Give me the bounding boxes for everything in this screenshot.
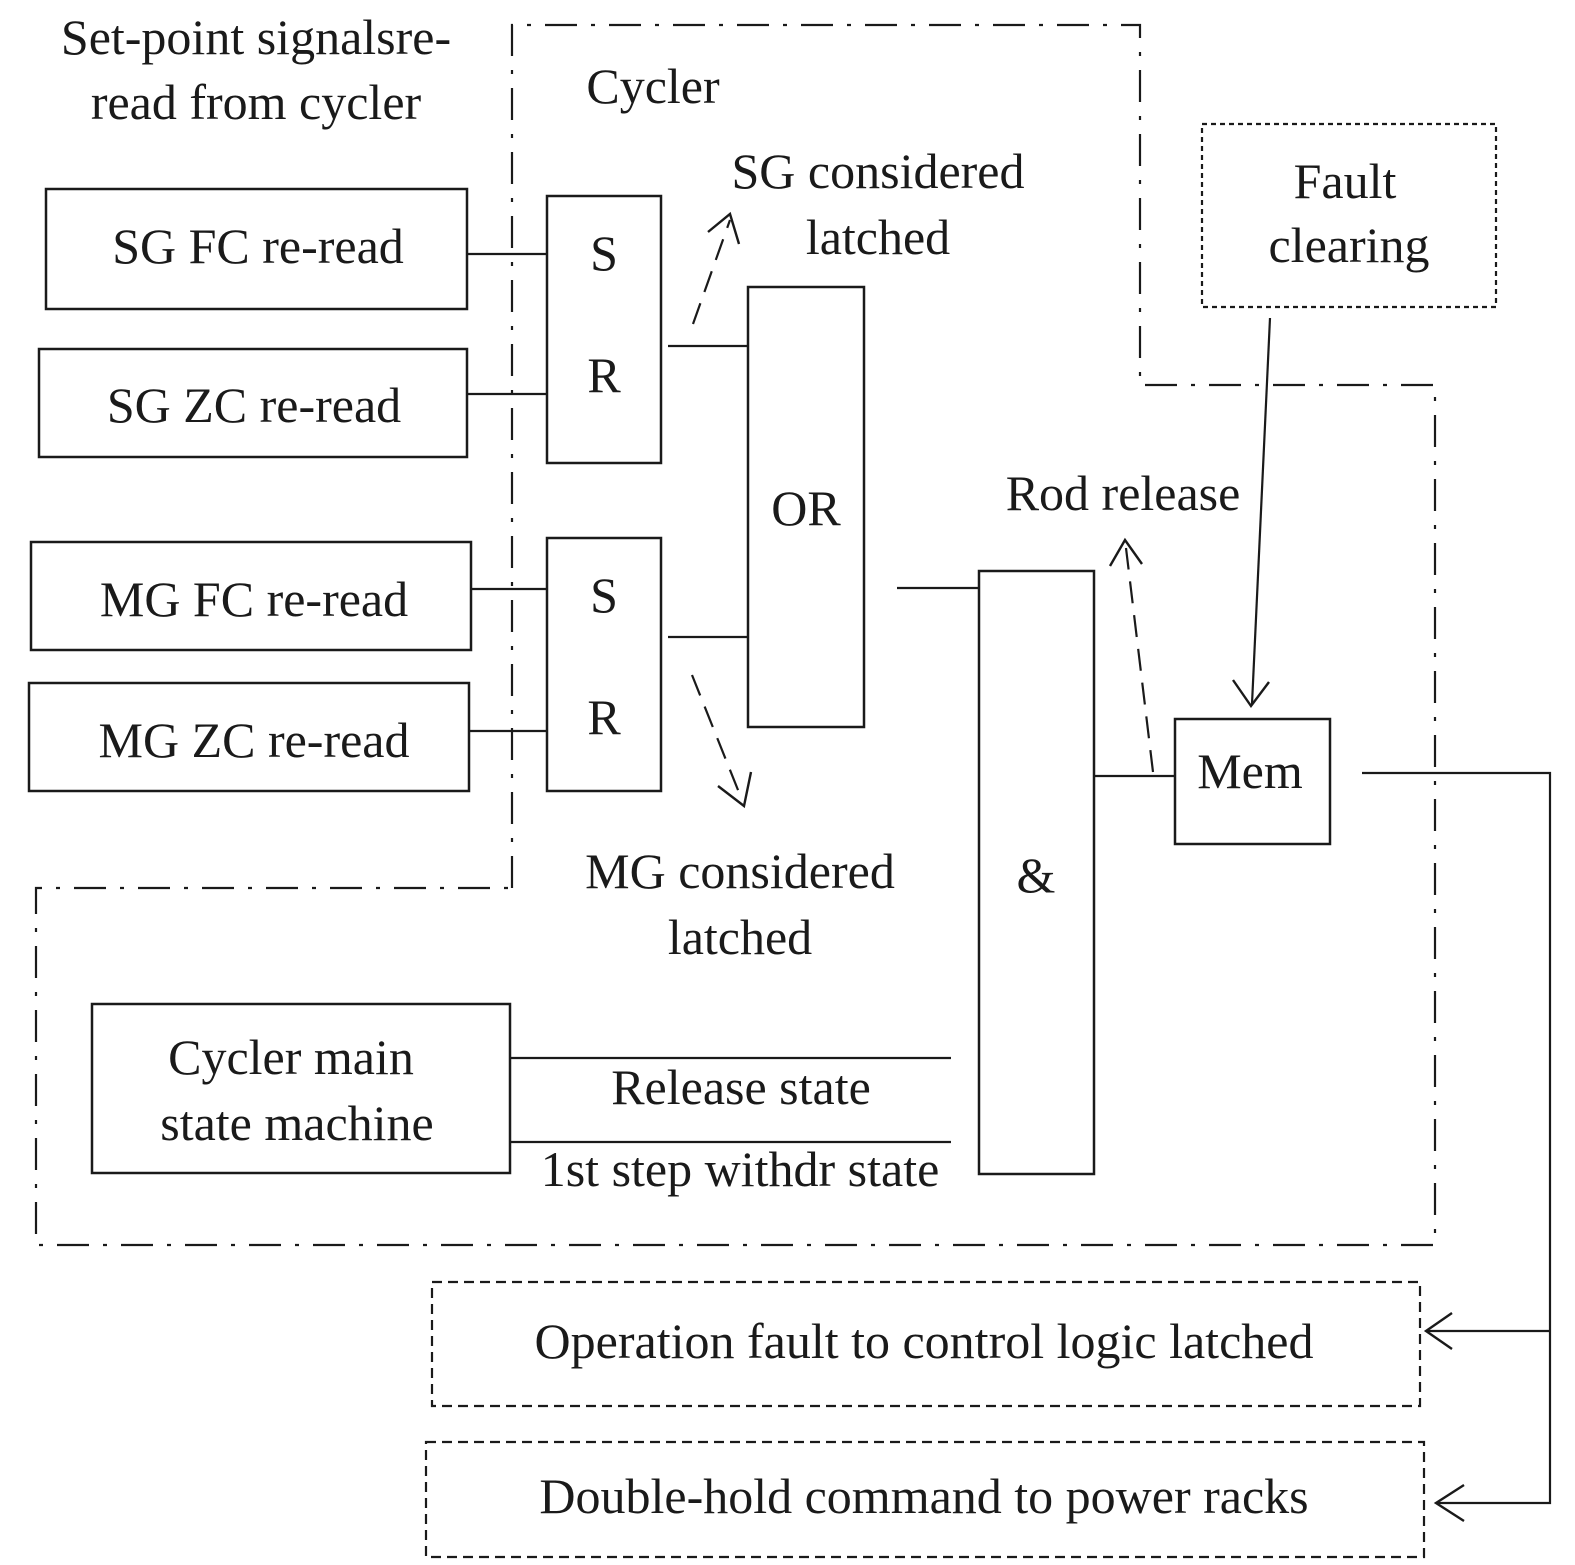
sg-considered-arrowhead bbox=[707, 211, 741, 245]
rod-release-label: Rod release bbox=[1006, 465, 1241, 521]
sg-considered-arrow bbox=[691, 219, 732, 325]
sg-considered-line2: latched bbox=[806, 209, 950, 265]
state-machine-box: Cycler main state machine bbox=[90, 1002, 512, 1175]
cycler-region-boundary bbox=[34, 23, 1437, 1247]
fault-clearing-arrowhead bbox=[1232, 679, 1270, 709]
operation-fault-arrowhead bbox=[1423, 1312, 1453, 1350]
rod-release-arrow bbox=[1124, 547, 1155, 773]
first-step-state-label: 1st step withdr state bbox=[541, 1141, 940, 1197]
input-mg-zc: MG ZC re-read bbox=[27, 681, 471, 793]
input-mg-fc: MG FC re-read bbox=[29, 540, 473, 652]
state-machine-line2: state machine bbox=[160, 1095, 434, 1151]
output-double-hold-label: Double-hold command to power racks bbox=[539, 1468, 1308, 1524]
mg-considered-arrowhead bbox=[717, 771, 753, 809]
cycler-title: Cycler bbox=[586, 58, 720, 114]
sr-latch-sg: S R bbox=[545, 194, 663, 465]
input-sg-zc: SG ZC re-read bbox=[37, 347, 469, 459]
sr-latch-mg-s: S bbox=[590, 567, 618, 623]
setpoint-heading-line2: read from cycler bbox=[91, 74, 422, 130]
output-operation-fault-label: Operation fault to control logic latched bbox=[535, 1313, 1314, 1369]
double-hold-arrowhead bbox=[1433, 1483, 1465, 1523]
fault-clearing-line1: Fault bbox=[1294, 153, 1397, 209]
input-sg-fc-label: SG FC re-read bbox=[112, 218, 404, 274]
input-sg-zc-label: SG ZC re-read bbox=[107, 377, 401, 433]
release-state-label: Release state bbox=[611, 1059, 871, 1115]
wire-mem-output bbox=[1362, 771, 1552, 1505]
sr-latch-sg-r: R bbox=[587, 347, 621, 403]
wire-fault-clearing-to-mem bbox=[1250, 317, 1272, 705]
fault-clearing-box: Fault clearing bbox=[1200, 122, 1498, 309]
input-mg-fc-label: MG FC re-read bbox=[100, 571, 408, 627]
or-gate: OR bbox=[746, 285, 866, 729]
sr-latch-mg-r: R bbox=[587, 689, 621, 745]
rod-release-arrowhead bbox=[1108, 537, 1143, 567]
sg-considered-line1: SG considered bbox=[732, 143, 1025, 199]
setpoint-heading-line1: Set-point signalsre- bbox=[61, 9, 451, 65]
mg-considered-line2: latched bbox=[668, 909, 812, 965]
output-double-hold: Double-hold command to power racks bbox=[424, 1440, 1426, 1559]
or-gate-label: OR bbox=[771, 480, 841, 536]
input-sg-fc: SG FC re-read bbox=[44, 187, 469, 311]
sr-latch-sg-s: S bbox=[590, 225, 618, 281]
and-gate: & bbox=[977, 569, 1096, 1176]
sr-latch-mg: S R bbox=[545, 536, 663, 793]
fault-clearing-line2: clearing bbox=[1268, 217, 1429, 273]
and-gate-label: & bbox=[1017, 847, 1056, 903]
mg-considered-line1: MG considered bbox=[585, 843, 895, 899]
state-machine-line1: Cycler main bbox=[168, 1029, 414, 1085]
input-mg-zc-label: MG ZC re-read bbox=[99, 712, 410, 768]
mem-block-label: Mem bbox=[1197, 743, 1303, 799]
mem-block: Mem bbox=[1173, 717, 1332, 846]
mg-considered-arrow bbox=[690, 674, 744, 801]
output-operation-fault: Operation fault to control logic latched bbox=[430, 1280, 1422, 1408]
